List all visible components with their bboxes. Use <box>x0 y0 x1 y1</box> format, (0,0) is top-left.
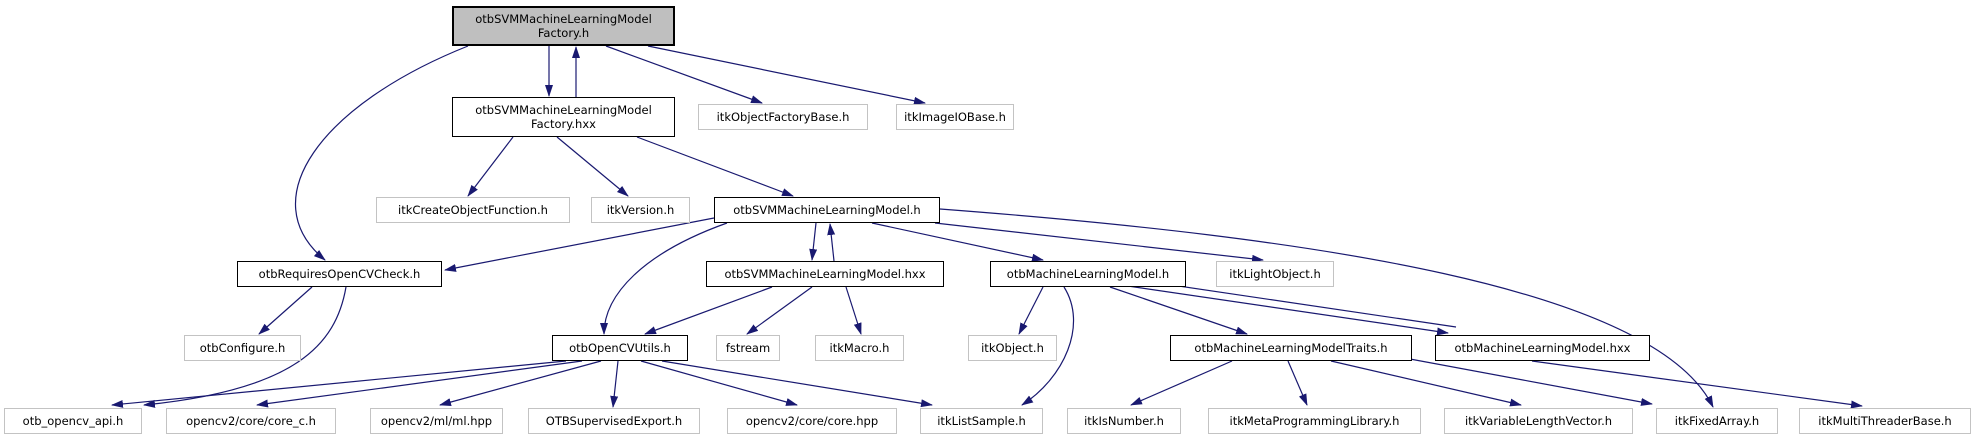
graph-node-label: otbMachineLearningModel.h <box>1006 266 1170 281</box>
edge-root-requires <box>295 45 469 261</box>
graph-node-object: itkObject.h <box>968 335 1057 361</box>
edge-root-objFactoryBase <box>605 45 763 104</box>
graph-node-version: itkVersion.h <box>591 197 690 223</box>
graph-node-label: otbOpenCVUtils.h <box>569 340 671 355</box>
graph-node-label: opencv2/core/core_c.h <box>186 413 316 428</box>
edge-svm_h-fixedArray <box>939 208 1714 408</box>
edge-factory_hxx-svm_h <box>636 136 794 197</box>
graph-node-label: itkMultiThreaderBase.h <box>1818 413 1952 428</box>
graph-node-opencv_api: otb_opencv_api.h <box>4 408 142 434</box>
graph-node-metaProg: itkMetaProgrammingLibrary.h <box>1208 408 1421 434</box>
graph-node-label: otbRequiresOpenCVCheck.h <box>258 266 421 281</box>
graph-node-listSample: itkListSample.h <box>920 408 1043 434</box>
edge-cvutils-ml_hpp <box>439 360 602 406</box>
graph-node-label: itkFixedArray.h <box>1674 413 1760 428</box>
edge-svm_h-requires <box>444 217 715 272</box>
graph-node-fstream: fstream <box>716 335 780 361</box>
edge-svm_hxx-macro <box>845 286 862 335</box>
edge-mlmodel_h-mlmodel_hxx <box>1120 284 1449 336</box>
graph-node-label: itkIsNumber.h <box>1084 413 1164 428</box>
graph-node-label: itkCreateObjectFunction.h <box>398 202 548 217</box>
graph-node-label: otbConfigure.h <box>199 340 286 355</box>
graph-node-label: itkImageIOBase.h <box>904 109 1006 124</box>
edge-factory_hxx-version <box>556 136 629 197</box>
graph-node-label: itkObject.h <box>981 340 1044 355</box>
edge-svm_h-svm_hxx <box>809 222 818 261</box>
edge-mlmodel_h-traits <box>1109 286 1248 335</box>
graph-node-label: itkVariableLengthVector.h <box>1464 413 1613 428</box>
graph-node-label: itkMacro.h <box>829 340 890 355</box>
graph-node-ml_hpp: opencv2/ml/ml.hpp <box>370 408 503 434</box>
graph-node-requires[interactable]: otbRequiresOpenCVCheck.h <box>237 261 442 287</box>
graph-node-lightObject: itkLightObject.h <box>1216 261 1334 287</box>
edge-cvutils-core_c <box>256 360 583 408</box>
graph-node-label: itkObjectFactoryBase.h <box>716 109 850 124</box>
graph-node-label: opencv2/core/core.hpp <box>745 413 879 428</box>
graph-node-multiThreader: itkMultiThreaderBase.h <box>1799 408 1971 434</box>
edge-traits-fixedArray <box>1409 358 1653 406</box>
edge-svm_hxx-fstream <box>746 286 813 335</box>
edge-svm_hxx-cvutils <box>644 286 773 335</box>
edge-svm_h-lightObject <box>934 222 1264 263</box>
edge-mlmodel_hxx-mlmodel_h <box>1130 276 1457 328</box>
graph-node-label: otbSVMMachineLearningModel.h <box>733 202 921 217</box>
graph-node-mlmodel_hxx[interactable]: otbMachineLearningModel.hxx <box>1435 335 1650 361</box>
edge-traits-metaProg <box>1287 360 1308 406</box>
graph-node-traits[interactable]: otbMachineLearningModelTraits.h <box>1170 335 1412 361</box>
graph-node-label: OTBSupervisedExport.h <box>545 413 683 428</box>
graph-node-objFactoryBase: itkObjectFactoryBase.h <box>698 104 868 130</box>
graph-node-label: otbMachineLearningModelTraits.h <box>1194 340 1388 355</box>
graph-node-cvutils[interactable]: otbOpenCVUtils.h <box>552 335 688 361</box>
graph-node-macro: itkMacro.h <box>815 335 904 361</box>
graph-node-label: otb_opencv_api.h <box>22 413 124 428</box>
edge-svm_h-mlmodel_h <box>871 222 1044 262</box>
graph-node-svm_hxx[interactable]: otbSVMMachineLearningModel.hxx <box>706 261 944 287</box>
edge-requires-opencv_api <box>143 286 347 408</box>
graph-node-createObjFn: itkCreateObjectFunction.h <box>376 197 570 223</box>
edge-root-imageIOBase <box>647 45 926 105</box>
graph-node-label: itkLightObject.h <box>1229 266 1321 281</box>
graph-node-label: itkMetaProgrammingLibrary.h <box>1229 413 1400 428</box>
graph-node-label: itkVersion.h <box>606 202 675 217</box>
graph-node-label: otbMachineLearningModel.hxx <box>1454 340 1631 355</box>
edge-cvutils-supervisedExport <box>610 360 619 408</box>
graph-node-isNumber: itkIsNumber.h <box>1067 408 1181 434</box>
edge-cvutils-core_hpp <box>640 360 798 406</box>
graph-node-imageIOBase: itkImageIOBase.h <box>896 104 1014 130</box>
edge-svm_hxx-svm_h <box>827 223 836 262</box>
graph-node-fixedArray: itkFixedArray.h <box>1656 408 1778 434</box>
edge-svm_h-cvutils <box>600 222 728 335</box>
graph-node-core_hpp: opencv2/core/core.hpp <box>727 408 897 434</box>
edge-factory_hxx-createObjFn <box>467 136 514 197</box>
graph-node-mlmodel_h[interactable]: otbMachineLearningModel.h <box>990 261 1186 287</box>
edge-traits-isNumber <box>1130 360 1233 406</box>
graph-node-varLength: itkVariableLengthVector.h <box>1444 408 1633 434</box>
graph-node-label: itkListSample.h <box>937 413 1026 428</box>
edge-cvutils-listSample <box>661 360 933 408</box>
graph-node-supervisedExport: OTBSupervisedExport.h <box>528 408 700 434</box>
graph-node-svm_h[interactable]: otbSVMMachineLearningModel.h <box>714 197 940 223</box>
graph-node-label: otbSVMMachineLearningModel.hxx <box>724 266 926 281</box>
edge-mlmodel_h-object <box>1018 286 1044 335</box>
graph-node-label: opencv2/ml/ml.hpp <box>380 413 493 428</box>
edge-mlmodel_hxx-multiThreader <box>1531 360 1863 409</box>
graph-node-core_c: opencv2/core/core_c.h <box>166 408 336 434</box>
edge-cvutils-opencv_api <box>111 360 567 408</box>
edge-requires-configure <box>258 286 313 335</box>
graph-node-configure: otbConfigure.h <box>184 335 301 361</box>
graph-node-label: fstream <box>725 340 771 355</box>
edge-traits-varLength <box>1330 360 1522 407</box>
edge-mlmodel_h-listSample <box>1021 286 1074 406</box>
